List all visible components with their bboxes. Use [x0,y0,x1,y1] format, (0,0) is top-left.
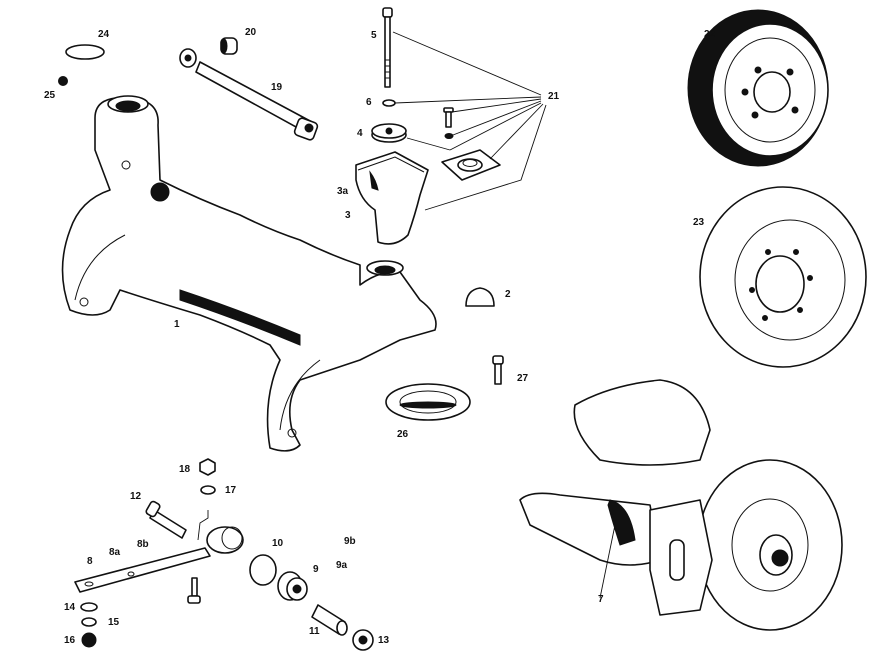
part-2-bump-stop [465,287,495,307]
label-14: 14 [64,602,76,613]
part-8-bracket [74,510,244,593]
label-25: 25 [44,90,56,101]
label-17: 17 [225,485,237,496]
part-7-suspension-assembly [519,379,843,631]
part-17-lock-washer [200,485,216,495]
label-6: 6 [366,97,372,108]
part-21-screw [443,107,454,128]
label-3a: 3a [337,186,349,197]
part-18-nut [199,458,216,476]
part-10-snap-ring [249,554,277,586]
label-12: 12 [130,491,142,502]
part-1-crossmember [61,95,437,452]
part-4-rubber-mount [371,123,407,143]
leader-lines-21 [392,31,547,211]
part-11-sleeve [311,604,348,636]
part-21-washer [444,133,454,139]
label-8b: 8b [137,539,149,550]
label-27: 27 [517,373,529,384]
part-5-bolt [382,7,393,88]
part-23-brake-disc [699,186,867,368]
part-6-washer [382,99,396,107]
part-21-plate [441,149,501,181]
part-13-lock-nut [352,629,374,651]
label-9: 9 [313,564,319,575]
label-18: 18 [179,464,191,475]
label-20: 20 [245,27,257,38]
part-3-housing [355,151,429,245]
part-19-strut-rod [179,48,319,141]
part-bracket-bolt [187,577,201,604]
label-9b: 9b [344,536,356,547]
part-12-bolt [145,500,187,539]
label-16: 16 [64,635,76,646]
label-13: 13 [378,635,390,646]
label-3: 3 [345,210,351,221]
label-8: 8 [87,556,93,567]
label-26: 26 [397,429,409,440]
part-27-bolt [492,355,504,385]
label-1: 1 [174,319,180,330]
part-16-nut [81,632,97,648]
part-20-bushing [220,37,238,55]
label-19: 19 [271,82,283,93]
label-4: 4 [357,128,363,139]
label-21: 21 [548,91,560,102]
label-2: 2 [505,289,511,300]
label-9a: 9a [336,560,348,571]
label-22: 22 [704,29,716,40]
label-8a: 8a [109,547,121,558]
part-14-washer [80,602,98,612]
label-10: 10 [272,538,284,549]
label-11: 11 [309,626,320,637]
part-9-bushing [277,571,308,601]
label-24: 24 [98,29,110,40]
part-25-nut [58,76,68,86]
label-23: 23 [693,217,705,228]
part-22-brake-drum [687,9,829,167]
label-15: 15 [108,617,120,628]
part-24-shim [65,44,105,60]
label-7: 7 [598,594,604,605]
part-26-seal [385,383,471,421]
part-15-washer [81,617,97,627]
label-5: 5 [371,30,377,41]
